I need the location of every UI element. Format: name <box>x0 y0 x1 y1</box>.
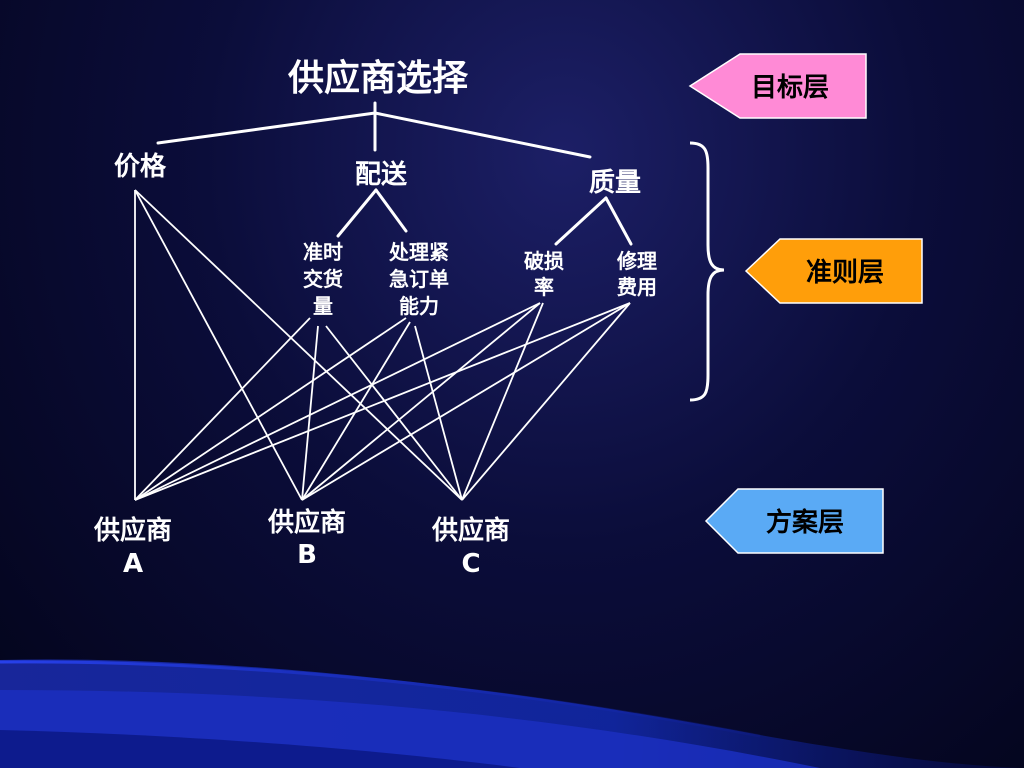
criteria-layer-label: 准则层 <box>806 258 884 288</box>
alternatives-layer-tag: 方案层 <box>704 488 884 554</box>
criterion-quality: 质量 <box>589 168 641 198</box>
alternative-letter: A <box>123 549 143 579</box>
subcriterion-line: 急订单 <box>389 267 449 291</box>
alternative-name: 供应商 <box>267 507 346 538</box>
alternative-b: 供应商 B <box>267 507 346 570</box>
alternative-letter: C <box>461 549 480 579</box>
alternative-connectors <box>134 189 631 501</box>
goal-layer-tag: 目标层 <box>688 53 867 119</box>
subcriterion-on-time-delivery: 准时 交货 量 <box>303 240 343 318</box>
subcriterion-damage-rate: 破损 率 <box>524 249 564 299</box>
subcriterion-line: 率 <box>534 275 554 299</box>
subcriterion-line: 费用 <box>617 275 657 299</box>
alternative-c: 供应商 C <box>431 515 510 579</box>
subcriterion-line: 破损 <box>524 249 564 273</box>
goal-layer-label: 目标层 <box>751 73 829 103</box>
criterion-delivery: 配送 <box>355 160 407 190</box>
subcriterion-line: 交货 <box>303 267 343 291</box>
subcriterion-line: 能力 <box>399 294 439 318</box>
criteria-layer-arrow <box>744 238 923 304</box>
subcriterion-line: 量 <box>313 294 333 318</box>
subcriterion-line: 修理 <box>616 249 657 273</box>
alternative-name: 供应商 <box>431 515 510 546</box>
alternatives-layer-label: 方案层 <box>766 507 844 538</box>
subcriterion-repair-cost: 修理 费用 <box>616 249 657 299</box>
subcriterion-line: 准时 <box>303 240 343 264</box>
criteria-brace <box>689 141 725 402</box>
goal-label: 供应商选择 <box>288 58 469 99</box>
alternative-name: 供应商 <box>93 515 172 546</box>
goal-layer-arrow <box>688 53 867 119</box>
background-swoosh <box>0 659 1024 768</box>
alternative-letter: B <box>297 540 317 570</box>
criterion-price: 价格 <box>114 151 167 182</box>
alternatives-layer-arrow <box>704 488 884 554</box>
alternative-a: 供应商 A <box>93 515 172 579</box>
subcriterion-urgent-order: 处理紧 急订单 能力 <box>388 240 449 318</box>
tree-connectors <box>156 101 633 246</box>
criteria-layer-tag: 准则层 <box>744 238 923 304</box>
subcriterion-line: 处理紧 <box>388 240 449 264</box>
